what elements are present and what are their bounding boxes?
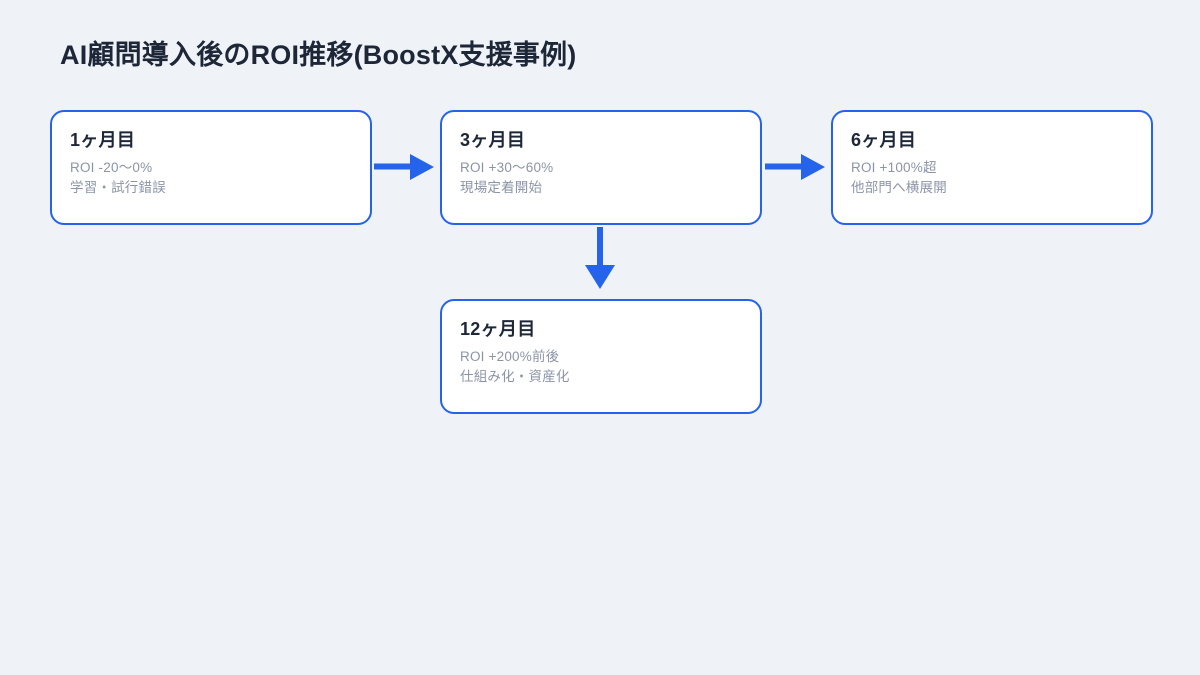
arrow-right-icon (765, 152, 827, 182)
card-body-line: ROI -20〜0% (70, 160, 153, 175)
card-body-line: 学習・試行錯誤 (70, 180, 166, 195)
card-body: ROI -20〜0% 学習・試行錯誤 (70, 158, 166, 198)
card-body-line: 仕組み化・資産化 (460, 369, 570, 384)
card-title: 1ヶ月目 (70, 130, 136, 150)
card-title: 12ヶ月目 (460, 319, 536, 339)
card-body: ROI +100%超 他部門へ横展開 (851, 158, 947, 198)
milestone-card-6-months[interactable]: 6ヶ月目 ROI +100%超 他部門へ横展開 (831, 110, 1153, 225)
card-body-line: ROI +200%前後 (460, 349, 560, 364)
page-title: AI顧問導入後のROI推移(BoostX支援事例) (60, 40, 577, 70)
card-title: 6ヶ月目 (851, 130, 917, 150)
milestone-card-3-months[interactable]: 3ヶ月目 ROI +30〜60% 現場定着開始 (440, 110, 762, 225)
milestone-card-1-month[interactable]: 1ヶ月目 ROI -20〜0% 学習・試行錯誤 (50, 110, 372, 225)
card-body-line: ROI +30〜60% (460, 160, 554, 175)
card-title: 3ヶ月目 (460, 130, 526, 150)
milestone-card-12-months[interactable]: 12ヶ月目 ROI +200%前後 仕組み化・資産化 (440, 299, 762, 414)
card-body: ROI +200%前後 仕組み化・資産化 (460, 347, 570, 387)
card-body-line: 現場定着開始 (460, 180, 543, 195)
arrow-right-icon (374, 152, 436, 182)
card-body: ROI +30〜60% 現場定着開始 (460, 158, 553, 198)
arrow-down-icon (580, 227, 620, 291)
card-body-line: ROI +100%超 (851, 160, 937, 175)
card-body-line: 他部門へ横展開 (851, 180, 947, 195)
